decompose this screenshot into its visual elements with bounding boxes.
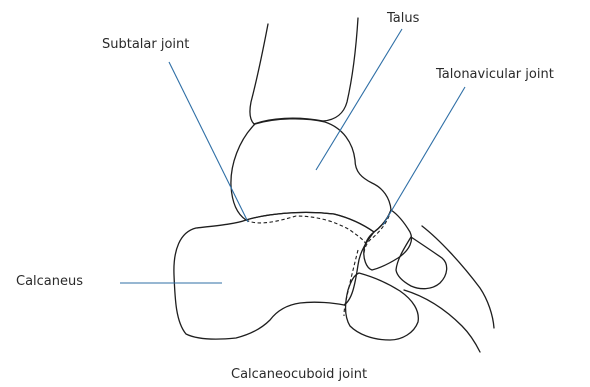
subtalar-joint-leader [169,62,248,222]
cuboid-outline [346,273,419,340]
calcaneocuboid-joint-label: Calcaneocuboid joint [231,367,367,383]
talus-outline [231,119,391,232]
subtalar-joint-label: Subtalar joint [102,37,189,53]
tibia-outline [250,24,268,124]
metatarsal-outline [422,226,494,328]
talonavicular-joint-leader [383,87,465,225]
calcaneus-outline [174,212,374,339]
talonavicular-joint-label: Talonavicular joint [436,67,554,83]
talus-label: Talus [387,11,419,27]
metatarsal-base-outline [404,290,480,352]
talonavicular-joint-line [364,210,391,254]
subtalar-joint-line [246,216,366,244]
calcaneus-label: Calcaneus [16,274,83,290]
fibula-outline [323,18,358,121]
cuneiform-outline [396,237,447,289]
talus-leader [316,29,402,170]
navicular-outline [364,210,412,270]
